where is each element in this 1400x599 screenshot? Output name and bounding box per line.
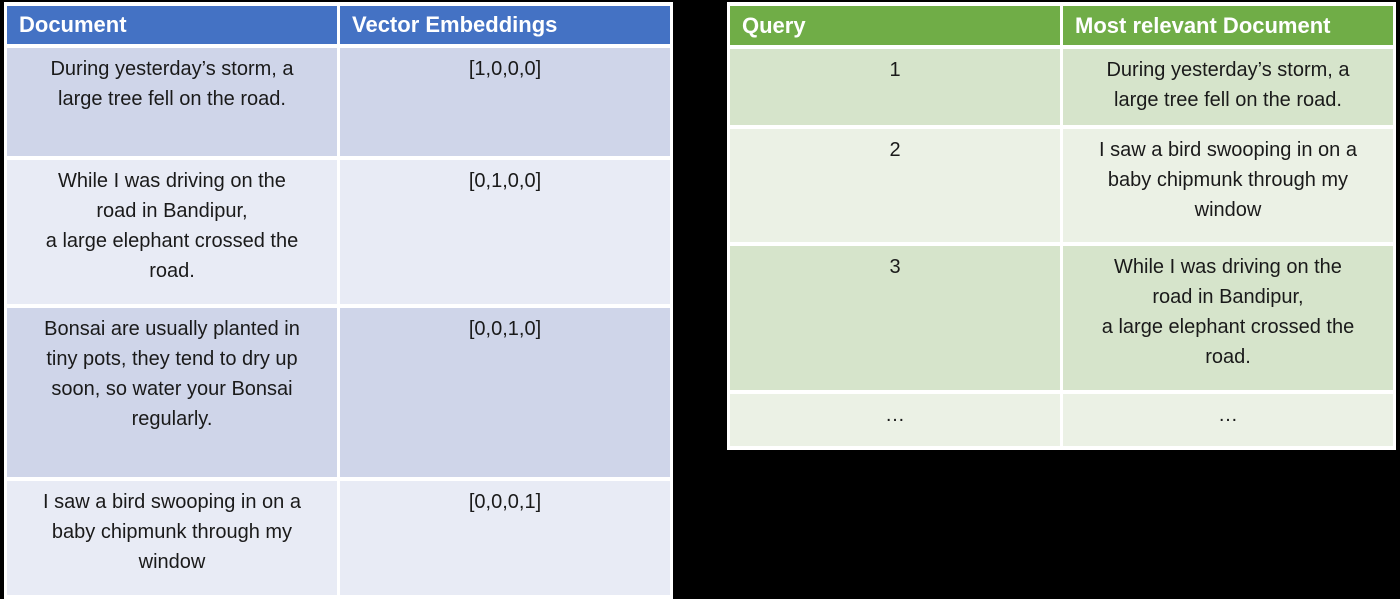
table-row: 2 I saw a bird swooping in on a baby chi… bbox=[730, 129, 1393, 242]
relevant-document-cell: While I was driving on the road in Bandi… bbox=[1063, 246, 1393, 390]
table-row: During yesterday’s storm, a large tree f… bbox=[7, 48, 670, 156]
table-header-row: Document Vector Embeddings bbox=[7, 6, 670, 44]
query-results-table: Query Most relevant Document 1 During ye… bbox=[727, 2, 1396, 450]
table-row: I saw a bird swooping in on a baby chipm… bbox=[7, 481, 670, 595]
table-header-row: Query Most relevant Document bbox=[730, 6, 1393, 45]
slide-canvas: Document Vector Embeddings During yester… bbox=[4, 2, 1396, 599]
relevant-document-cell: During yesterday’s storm, a large tree f… bbox=[1063, 49, 1393, 125]
embedding-cell: [0,1,0,0] bbox=[340, 160, 670, 304]
table-row: … … bbox=[730, 394, 1393, 446]
embedding-cell: [0,0,1,0] bbox=[340, 308, 670, 477]
table-row: 1 During yesterday’s storm, a large tree… bbox=[730, 49, 1393, 125]
document-embeddings-table: Document Vector Embeddings During yester… bbox=[4, 2, 673, 599]
document-cell: While I was driving on the road in Bandi… bbox=[7, 160, 337, 304]
document-cell: During yesterday’s storm, a large tree f… bbox=[7, 48, 337, 156]
header-document: Document bbox=[7, 6, 337, 44]
document-cell: I saw a bird swooping in on a baby chipm… bbox=[7, 481, 337, 595]
table-row: While I was driving on the road in Bandi… bbox=[7, 160, 670, 304]
query-cell: 1 bbox=[730, 49, 1060, 125]
table-row: Bonsai are usually planted in tiny pots,… bbox=[7, 308, 670, 477]
header-query: Query bbox=[730, 6, 1060, 45]
relevant-document-cell: I saw a bird swooping in on a baby chipm… bbox=[1063, 129, 1393, 242]
query-cell: 3 bbox=[730, 246, 1060, 390]
embedding-cell: [1,0,0,0] bbox=[340, 48, 670, 156]
query-cell: … bbox=[730, 394, 1060, 446]
query-cell: 2 bbox=[730, 129, 1060, 242]
header-vector-embeddings: Vector Embeddings bbox=[340, 6, 670, 44]
document-cell: Bonsai are usually planted in tiny pots,… bbox=[7, 308, 337, 477]
header-most-relevant-document: Most relevant Document bbox=[1063, 6, 1393, 45]
embedding-cell: [0,0,0,1] bbox=[340, 481, 670, 595]
table-row: 3 While I was driving on the road in Ban… bbox=[730, 246, 1393, 390]
relevant-document-cell: … bbox=[1063, 394, 1393, 446]
